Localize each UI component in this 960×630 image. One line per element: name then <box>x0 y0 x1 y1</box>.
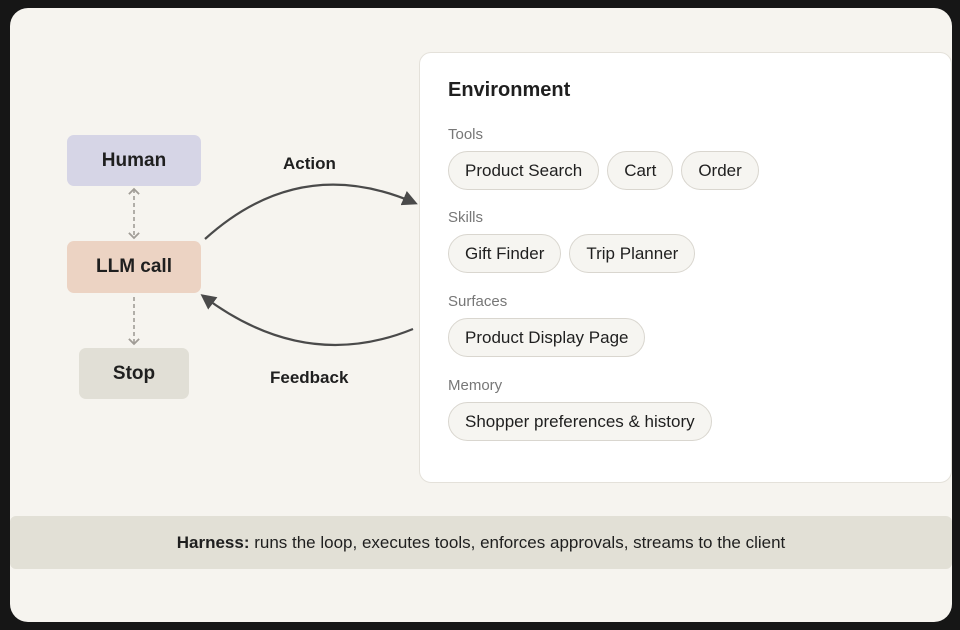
harness-description: runs the loop, executes tools, enforces … <box>249 532 786 552</box>
llm-call-label: LLM call <box>95 256 172 277</box>
feedback-arrow <box>200 294 414 347</box>
skills-section-label: Skills <box>448 209 484 226</box>
chip-trip-planner: Trip Planner <box>569 234 696 273</box>
environment-title: Environment <box>448 79 571 101</box>
action-arrow <box>204 183 418 240</box>
surfaces-section-label: Surfaces <box>448 293 508 310</box>
flow-arrows <box>128 183 418 347</box>
llm-call-node: LLM call <box>67 241 201 293</box>
feedback-label: Feedback <box>270 368 349 387</box>
chip-product-display-page: Product Display Page <box>448 318 646 357</box>
diagram-canvas: Human LLM call Stop Action Feedback Envi… <box>10 8 952 622</box>
surfaces-chip-row: Product Display Page <box>448 318 646 357</box>
tools-chip-row: Product Search Cart Order <box>448 151 759 190</box>
environment-panel: Environment Tools Product Search Cart Or… <box>419 52 952 483</box>
skills-chip-row: Gift Finder Trip Planner <box>448 234 696 273</box>
tools-section-label: Tools <box>448 126 484 143</box>
chip-product-search: Product Search <box>448 151 600 190</box>
stop-node: Stop <box>79 348 189 399</box>
chip-shopper-preferences: Shopper preferences & history <box>448 402 712 441</box>
chip-cart: Cart <box>607 151 674 190</box>
chip-gift-finder: Gift Finder <box>448 234 562 273</box>
harness-label: Harness: <box>176 532 250 552</box>
human-node: Human <box>67 135 201 186</box>
stop-label: Stop <box>112 362 156 384</box>
chip-order: Order <box>681 151 759 190</box>
action-label: Action <box>283 154 336 173</box>
memory-chip-row: Shopper preferences & history <box>448 402 712 441</box>
harness-bar: Harness: runs the loop, executes tools, … <box>10 516 952 569</box>
memory-section-label: Memory <box>448 377 503 394</box>
human-label: Human <box>101 149 167 171</box>
